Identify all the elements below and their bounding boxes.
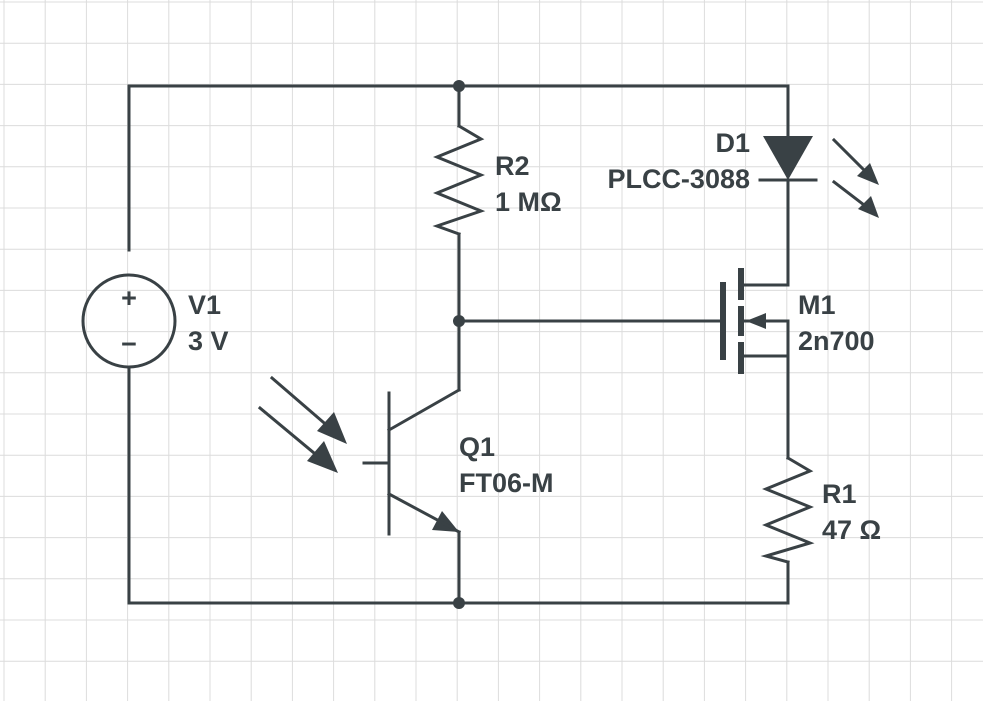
minus-sign: −: [121, 329, 137, 359]
resistor-r2-zigzag: [432, 123, 486, 236]
led-emission-arrows-icon: [831, 137, 879, 218]
resistor-r2[interactable]: R2 1 MΩ: [432, 123, 562, 236]
plus-sign: +: [121, 283, 137, 313]
resistor-r1[interactable]: R1 47 Ω: [760, 455, 881, 564]
junction-dot-top: [453, 80, 465, 92]
r2-ref-label: R2: [495, 151, 530, 181]
r2-value-label: 1 MΩ: [495, 187, 562, 217]
v1-ref-label: V1: [188, 290, 221, 320]
diode-triangle: [763, 136, 813, 180]
m1-ref-label: M1: [798, 290, 836, 320]
r1-value-label: 47 Ω: [822, 515, 881, 545]
q1-value-label: FT06-M: [459, 468, 554, 498]
mosfet-m1[interactable]: M1 2n700: [720, 268, 875, 374]
q1-ref-label: Q1: [459, 432, 495, 462]
wire-d1-to-m1: [739, 178, 790, 287]
v1-value-label: 3 V: [188, 326, 229, 356]
resistor-r1-zigzag: [760, 455, 815, 564]
m1-value-label: 2n700: [798, 326, 875, 356]
junction-dot-gate: [453, 315, 465, 327]
led-d1[interactable]: D1 PLCC-3088: [607, 128, 879, 218]
mosfet-body-arrow-icon: [746, 313, 766, 329]
voltage-source-symbol: [81, 273, 177, 369]
d1-ref-label: D1: [715, 128, 750, 158]
transistor-emitter-lead: [386, 491, 446, 526]
phototransistor-q1[interactable]: Q1 FT06-M: [257, 375, 554, 536]
junctions: [453, 80, 465, 609]
junction-dot-bottom: [453, 597, 465, 609]
wire-m1-to-r1: [739, 354, 790, 460]
r1-ref-label: R1: [822, 479, 857, 509]
light-input-arrows-icon: [257, 375, 347, 473]
d1-value-label: PLCC-3088: [607, 164, 750, 194]
voltage-source-v1[interactable]: + − V1 3 V: [81, 273, 229, 369]
transistor-collector-lead: [386, 387, 462, 433]
